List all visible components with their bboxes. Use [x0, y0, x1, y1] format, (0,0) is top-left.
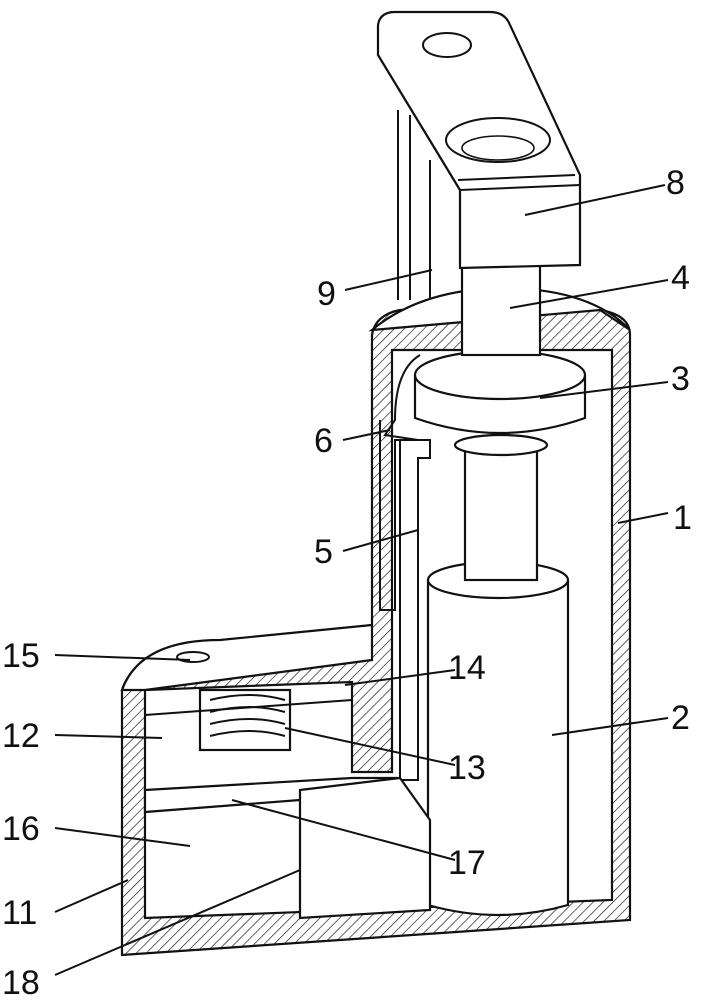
label-16: 16 [2, 810, 40, 848]
label-14: 14 [448, 649, 486, 687]
label-2: 2 [671, 699, 690, 737]
label-13: 13 [448, 749, 486, 787]
label-11: 11 [2, 894, 37, 932]
spring-13 [200, 690, 290, 750]
label-4: 4 [671, 259, 690, 297]
label-15: 15 [2, 637, 40, 675]
label-18: 18 [2, 964, 40, 1000]
label-9: 9 [317, 275, 336, 313]
label-12: 12 [2, 717, 40, 755]
piston-rod [465, 445, 537, 580]
label-6: 6 [314, 422, 333, 460]
label-3: 3 [671, 360, 690, 398]
label-8: 8 [666, 164, 685, 202]
label-17: 17 [448, 844, 486, 882]
head-block-8 [378, 12, 580, 268]
head-hole-top [423, 33, 471, 57]
rod-collar [455, 435, 547, 455]
label-1: 1 [673, 499, 692, 537]
disc-3 [415, 351, 585, 433]
label-5: 5 [314, 533, 333, 571]
